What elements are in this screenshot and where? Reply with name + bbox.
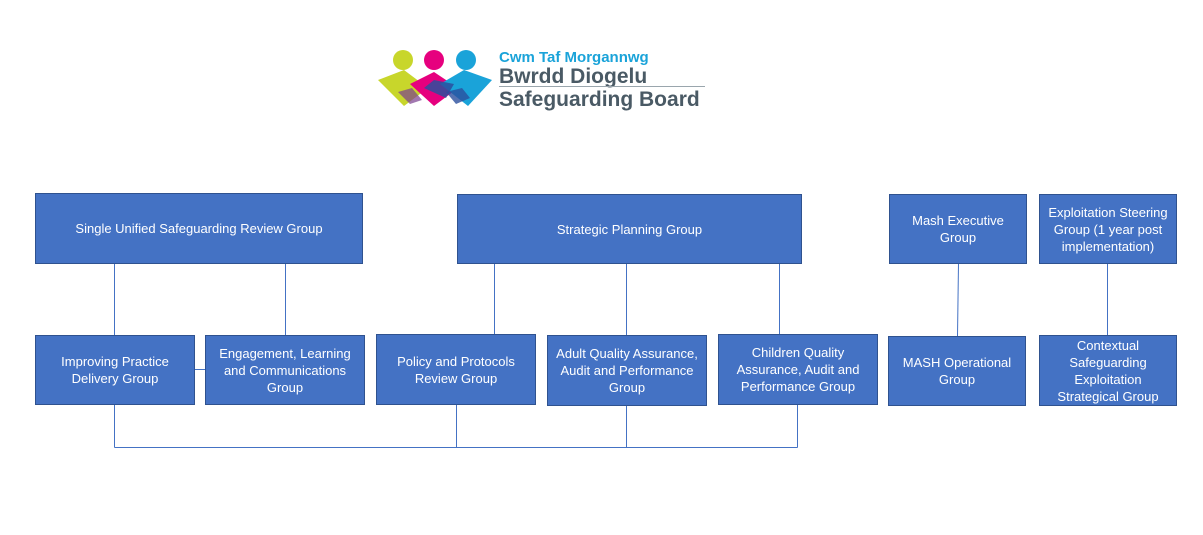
- single-unified-safeguarding-review-group: Single Unified Safeguarding Review Group: [35, 193, 363, 264]
- box-label: Strategic Planning Group: [556, 221, 703, 237]
- logo-line-3: Safeguarding Board: [499, 88, 700, 111]
- improving-practice-delivery-group: Improving Practice Delivery Group: [35, 335, 195, 405]
- box-label: Exploitation Steering Group (1 year post…: [1048, 204, 1168, 254]
- logo-line-1: Cwm Taf Morgannwg: [499, 49, 649, 66]
- box-label: Single Unified Safeguarding Review Group: [75, 221, 323, 236]
- exploitation-steering-group: Exploitation Steering Group (1 year post…: [1039, 194, 1177, 264]
- logo-line-2: Bwrdd Diogelu: [499, 65, 648, 88]
- mash-executive-group: Mash Executive Group: [889, 194, 1027, 264]
- box-label: Mash Executive Group: [912, 213, 1004, 245]
- children-quality-assurance-group: Children Quality Assurance, Audit and Pe…: [718, 334, 878, 405]
- box-label: Children Quality Assurance, Audit and Pe…: [736, 345, 860, 394]
- box-label: Improving Practice Delivery Group: [61, 354, 169, 386]
- logo-figures-icon: [378, 50, 492, 106]
- contextual-safeguarding-exploitation-group: Contextual Safeguarding Exploitation Str…: [1039, 335, 1177, 406]
- adult-quality-assurance-group: Adult Quality Assurance, Audit and Perfo…: [547, 335, 707, 406]
- mash-operational-group: MASH Operational Group: [888, 336, 1026, 406]
- connector-mash: [957, 262, 959, 337]
- strategic-planning-group: Strategic Planning Group: [457, 194, 802, 264]
- box-label: Adult Quality Assurance, Audit and Perfo…: [556, 346, 698, 395]
- box-label: Contextual Safeguarding Exploitation Str…: [1057, 337, 1159, 404]
- box-label: Policy and Protocols Review Group: [397, 353, 515, 386]
- box-label: Engagement, Learning and Communications …: [219, 345, 351, 395]
- logo-divider: [499, 86, 705, 87]
- engagement-learning-communications-group: Engagement, Learning and Communications …: [205, 335, 365, 405]
- policy-protocols-review-group: Policy and Protocols Review Group: [376, 334, 536, 405]
- board-logo: [378, 50, 492, 106]
- box-label: MASH Operational Group: [902, 355, 1012, 387]
